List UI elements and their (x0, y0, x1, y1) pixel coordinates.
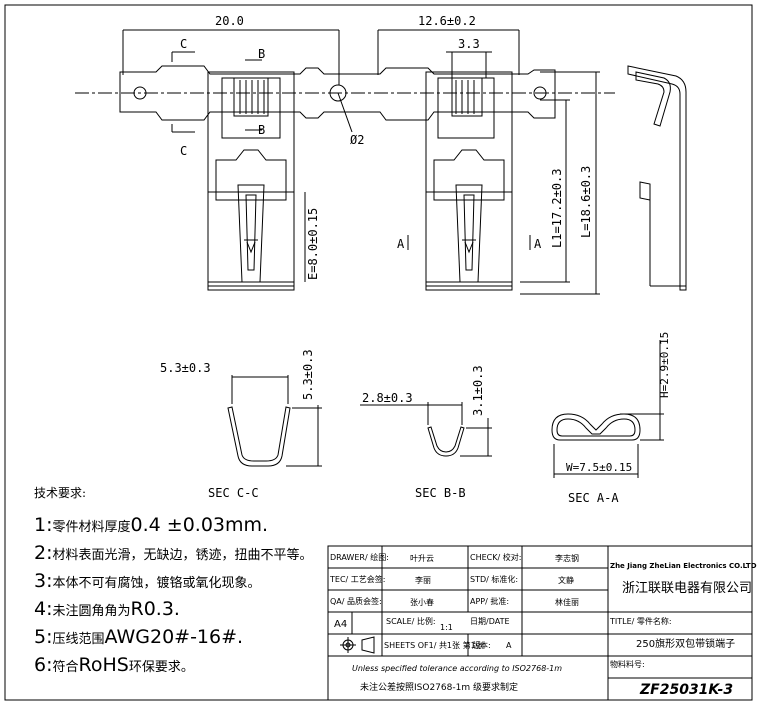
note-item: 2:材料表面光滑，无缺边，锈迹，扭曲不平等。 (34, 542, 313, 564)
scale-value: 1:1 (440, 623, 453, 632)
dim-hole: Ø2 (350, 133, 364, 147)
check-value: 李志钢 (555, 553, 579, 563)
company-en: Zhe Jiang ZheLian Electronics CO.LTD (610, 562, 757, 570)
dim-l: L=18.6±0.3 (579, 166, 593, 238)
terminal-right (425, 71, 513, 291)
date-label: 日期/DATE (470, 617, 510, 626)
section-cc (227, 375, 322, 467)
tolerance-cn: 未注公差按照ISO2768-1m 级要求制定 (360, 681, 518, 693)
part-number: ZF25031K-3 (639, 682, 733, 698)
dim-e: E=8.0±0.15 (306, 208, 320, 280)
app-value: 林佳丽 (555, 597, 579, 607)
check-label: CHECK/ 校对: (470, 552, 521, 562)
sec-bb-label: SEC B-B (415, 486, 466, 500)
sheet-label: SHEETS OF1/ 共1张 第1张 (384, 640, 484, 650)
pilot-hole-right (533, 86, 547, 100)
size-value: A4 (334, 619, 347, 630)
qa-value: 张小春 (410, 597, 434, 607)
sec-aa-dim-w: W=7.5±0.15 (566, 461, 632, 474)
sec-cc-dim-w: 5.3±0.3 (160, 361, 211, 375)
std-label: STD/ 标准化: (470, 574, 518, 584)
qa-label: QA/ 品质会签: (330, 596, 382, 606)
tec-label: TEC/ 工艺会签: (329, 574, 385, 584)
side-view (627, 65, 687, 291)
note-item: 3:本体不可有腐蚀，镀铬或氧化现象。 (34, 570, 261, 592)
drawer-label: DRAWER/ 绘图: (330, 552, 389, 562)
technical-notes: 技术要求: 1:零件材料厚度0.4 ±0.03mm. 2:材料表面光滑，无缺边，… (34, 484, 324, 681)
note-item: 4:未注圆角角为R0.3. (34, 598, 180, 620)
note-item: 1:零件材料厚度0.4 ±0.03mm. (34, 514, 269, 536)
sec-cc-dim-h: 5.3±0.3 (301, 349, 315, 400)
section-aa (551, 340, 664, 478)
std-value: 文静 (558, 575, 574, 585)
pilot-hole-left (133, 86, 147, 100)
note-item: 5:压线范围AWG20#-16#. (34, 626, 244, 648)
part-label: 物料料号: (610, 659, 645, 669)
notes-header: 技术要求: (34, 486, 87, 500)
pilot-hole (329, 84, 347, 102)
section-mark-b-bottom: B (258, 123, 265, 137)
top-view (75, 29, 615, 295)
sec-aa-dim-h: H=2.9±0.15 (658, 332, 671, 398)
section-bb (360, 402, 492, 457)
section-mark-b-top: B (258, 47, 265, 61)
drawer-value: 叶升云 (410, 554, 434, 563)
title-value: 250旗形双包带锁端子 (636, 637, 735, 650)
dim-window: 3.3 (458, 37, 480, 51)
projection-symbol (340, 636, 375, 654)
dim-l1: L1=17.2±0.3 (550, 169, 564, 248)
dim-pitch: 20.0 (215, 14, 244, 28)
title-label: TITLE/ 零件名称: (609, 616, 672, 626)
terminal-left (207, 71, 295, 291)
dim-width: 12.6±0.2 (418, 14, 476, 28)
scale-label: SCALE/ 比例: (386, 616, 436, 626)
app-label: APP/ 批准: (470, 596, 509, 606)
version-value: A (506, 641, 512, 650)
sec-cc-label: SEC C-C (208, 486, 259, 500)
section-mark-a-left: A (397, 237, 405, 251)
section-mark-c-bottom: C (180, 144, 187, 158)
sec-aa-label: SEC A-A (568, 491, 619, 505)
tec-value: 李丽 (415, 575, 431, 585)
section-mark-c-top: C (180, 37, 187, 51)
company-cn: 浙江联联电器有限公司 (622, 581, 752, 596)
sec-bb-dim-h: 3.1±0.3 (471, 365, 485, 416)
sec-bb-dim-w: 2.8±0.3 (362, 391, 413, 405)
section-mark-a-right: A (534, 237, 542, 251)
version-label: 版本: (472, 640, 491, 650)
note-item: 6:符合RoHS环保要求。 (34, 654, 194, 676)
tolerance-en: Unless specified tolerance according to … (352, 664, 562, 673)
title-block (327, 545, 753, 701)
